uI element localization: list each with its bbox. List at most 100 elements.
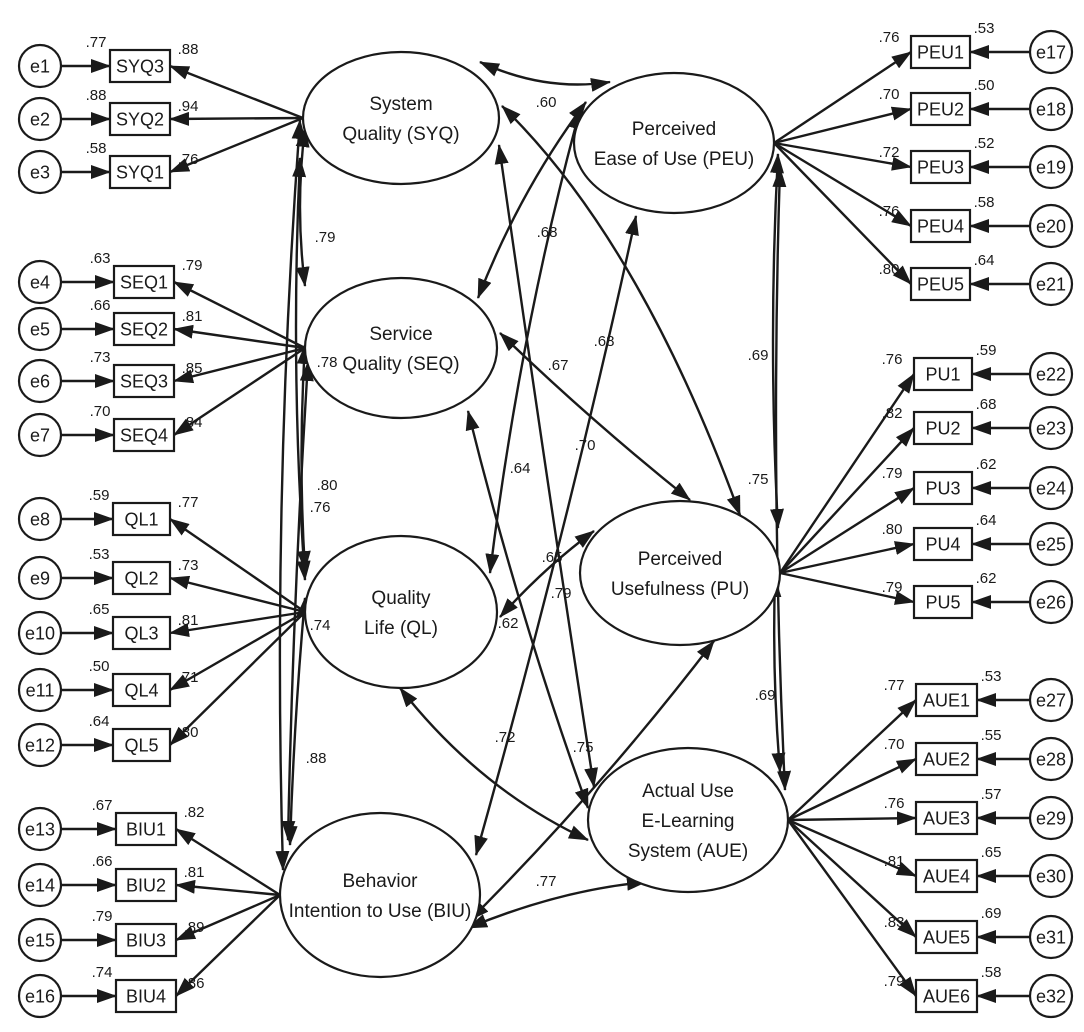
loading-path-aue5 [787,819,917,938]
indicator-label-ql5: QL5 [124,736,158,756]
error-circle-e3 [17,149,63,195]
r-squared-aue4: .65 [981,844,1002,861]
r-squared-pu5: .62 [976,570,997,587]
error-label-e26: e26 [1036,593,1066,613]
indicator-label-aue4: AUE4 [923,867,970,887]
r-squared-ql3: .65 [89,601,110,618]
indicator-box-aue3 [914,800,979,836]
covariance-value-biu-aue: .77 [536,873,557,890]
indicator-box-aue4 [914,858,979,894]
loading-value-pu5: .79 [882,579,903,596]
indicator-box-peu2 [909,91,972,127]
indicator-label-syq1: SYQ1 [116,163,164,183]
error-circle-e9 [17,555,63,601]
error-circle-e4 [17,259,63,305]
loading-path-biu1 [175,827,281,897]
loading-value-ql5: .80 [178,724,199,741]
covariance-value-ql-biu: .74 [310,617,331,634]
loading-path-ql4 [169,610,306,692]
error-label-e4: e4 [30,273,50,293]
loading-value-seq2: .81 [182,308,203,325]
error-label-e10: e10 [25,624,55,644]
indicator-label-seq3: SEQ3 [120,372,168,392]
loading-value-seq1: .79 [182,257,203,274]
error-circle-e13 [17,806,63,852]
latent-ql [303,534,499,690]
indicator-label-peu4: PEU4 [917,217,964,237]
loading-value-biu4: .86 [184,975,205,992]
indicator-box-aue2 [914,741,979,777]
loading-value-pu3: .79 [882,465,903,482]
covariance-peu-aue [772,167,792,791]
r-squared-peu1: .53 [974,20,995,37]
error-circle-e11 [17,667,63,713]
covariance-value-syq-ql: .80 [317,477,338,494]
covariance-ql-aue [399,687,589,842]
r-squared-ql4: .50 [89,658,110,675]
indicator-label-ql3: QL3 [124,624,158,644]
loading-path-ql2 [169,575,306,614]
latent-label-aue-2: E-Learning [642,811,735,832]
indicator-box-ql1 [111,501,172,537]
indicator-box-syq3 [108,48,172,84]
error-label-e18: e18 [1036,100,1066,120]
latent-label-biu-2: Intention to Use (BIU) [289,901,472,922]
covariance-value-ql-aue: .72 [495,729,516,746]
loading-path-biu4 [175,894,281,997]
loading-value-ql2: .73 [178,557,199,574]
covariance-value-syq-aue: .79 [551,585,572,602]
error-label-e28: e28 [1036,750,1066,770]
loading-value-biu2: .81 [184,864,205,881]
latent-label-syq-1: System [369,94,432,115]
error-circle-e24 [1028,465,1074,511]
loading-path-peu1 [773,51,912,144]
error-circle-e25 [1028,521,1074,567]
error-label-e25: e25 [1036,535,1066,555]
r-squared-biu4: .74 [92,964,113,981]
latent-label-biu-1: Behavior [343,871,419,892]
r-squared-pu4: .64 [976,512,997,529]
error-label-e2: e2 [30,110,50,130]
loading-value-peu4: .76 [879,203,900,220]
error-circle-e16 [17,973,63,1019]
loading-value-syq2: .94 [178,98,199,115]
error-circle-e15 [17,917,63,963]
indicator-label-aue5: AUE5 [923,928,970,948]
loading-value-biu3: .89 [184,919,205,936]
indicator-label-aue6: AUE6 [923,987,970,1007]
indicator-box-ql5 [111,727,172,763]
indicator-box-syq1 [108,154,172,190]
loading-path-peu4 [773,141,912,228]
error-label-e15: e15 [25,931,55,951]
latent-label-syq-2: Quality (SYQ) [342,124,459,145]
r-squared-peu4: .58 [974,194,995,211]
error-label-e1: e1 [30,57,50,77]
error-circle-e1 [17,43,63,89]
indicator-box-pu4 [912,526,974,562]
latent-peu [572,71,776,215]
error-label-e32: e32 [1036,987,1066,1007]
r-squared-seq1: .63 [90,250,111,267]
indicator-box-seq3 [112,363,176,399]
loading-value-ql3: .81 [178,612,199,629]
error-label-e24: e24 [1036,479,1066,499]
r-squared-aue1: .53 [981,668,1002,685]
error-label-e12: e12 [25,736,55,756]
latent-seq [303,276,499,420]
r-squared-pu3: .62 [976,456,997,473]
loading-path-pu5 [779,571,915,605]
loading-path-aue4 [787,818,917,878]
r-squared-pu2: .68 [976,396,997,413]
covariance-value-peu-pu: .69 [748,347,769,364]
error-label-e29: e29 [1036,809,1066,829]
indicator-label-seq1: SEQ1 [120,273,168,293]
loading-value-ql1: .77 [178,494,199,511]
indicator-label-seq4: SEQ4 [120,426,168,446]
loading-value-syq1: .76 [178,151,199,168]
loading-path-ql5 [169,611,306,746]
loading-path-pu1 [779,373,915,574]
loading-value-peu2: .70 [879,86,900,103]
indicator-box-aue1 [914,682,979,718]
indicator-box-ql3 [111,615,172,651]
